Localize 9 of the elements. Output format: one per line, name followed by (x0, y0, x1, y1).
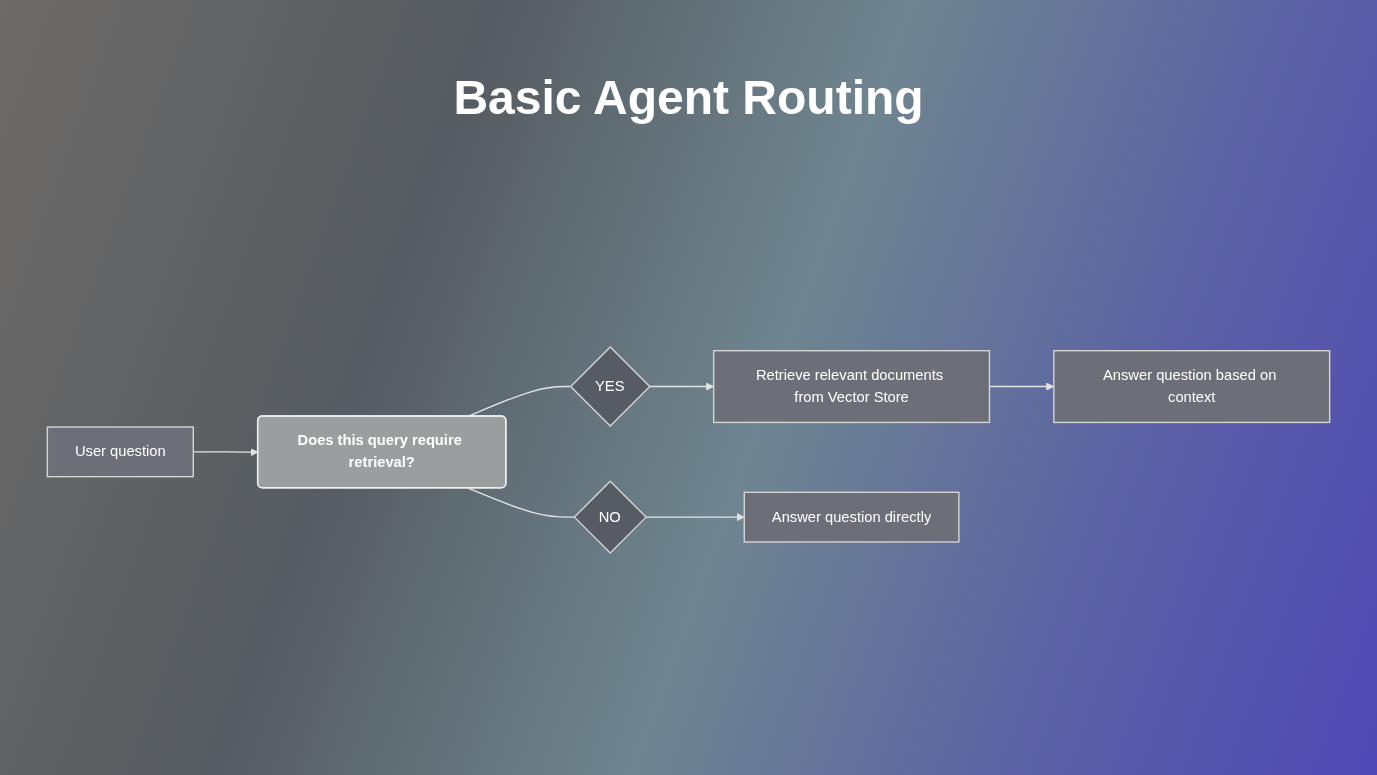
node-diamond: NO (573, 480, 648, 554)
node-box: Retrieve relevant documents from Vector Store (712, 350, 991, 424)
node-box: Answer question based on context (1053, 350, 1331, 424)
node-box: User question (46, 426, 194, 478)
title: Basic Agent Routing (452, 70, 925, 125)
arrow (644, 513, 745, 522)
connector (467, 487, 575, 518)
node-box: Answer question directly (743, 491, 960, 543)
node-diamond: YES (569, 346, 651, 428)
